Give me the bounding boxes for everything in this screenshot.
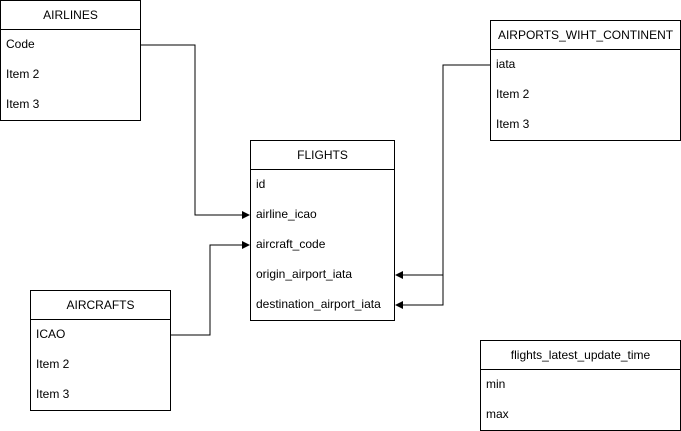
entity-title: flights_latest_update_time — [481, 341, 680, 370]
entity-title: AIRLINES — [1, 1, 140, 30]
entity-field: Item 2 — [36, 357, 70, 371]
entity-field: Code — [6, 37, 35, 51]
entity-airports[interactable]: AIRPORTS_WIHT_CONTINENT iata Item 2 Item… — [490, 20, 681, 141]
edge-aircrafts-to-flights — [170, 241, 250, 336]
entity-field: Item 2 — [6, 67, 40, 81]
entity-title: AIRPORTS_WIHT_CONTINENT — [491, 21, 680, 50]
entity-field: max — [486, 407, 509, 421]
entity-field: airline_icao — [256, 207, 317, 221]
entity-flights-latest-update-time[interactable]: flights_latest_update_time min max — [480, 340, 681, 431]
entity-field: origin_airport_iata — [256, 267, 353, 281]
entity-flights[interactable]: FLIGHTS id airline_icao aircraft_code or… — [250, 140, 395, 321]
entity-field: Item 2 — [496, 87, 530, 101]
entity-field: Item 3 — [36, 387, 70, 401]
entity-field: ICAO — [36, 327, 66, 341]
entity-field: min — [486, 377, 506, 391]
edge-airports-to-flights-destination — [395, 275, 444, 309]
edge-airports-to-flights-origin — [395, 64, 490, 279]
entity-field: id — [256, 177, 266, 191]
entity-field: iata — [496, 57, 516, 71]
entity-field: destination_airport_iata — [256, 297, 381, 311]
entity-field: Item 3 — [6, 97, 40, 111]
entity-field: Item 3 — [496, 117, 530, 131]
entity-field: aircraft_code — [256, 237, 326, 251]
entity-aircrafts[interactable]: AIRCRAFTS ICAO Item 2 Item 3 — [30, 290, 171, 411]
entity-airlines[interactable]: AIRLINES Code Item 2 Item 3 — [0, 0, 141, 121]
entity-title: AIRCRAFTS — [31, 291, 170, 320]
entity-title: FLIGHTS — [251, 141, 394, 170]
edge-airlines-to-flights — [140, 44, 250, 219]
